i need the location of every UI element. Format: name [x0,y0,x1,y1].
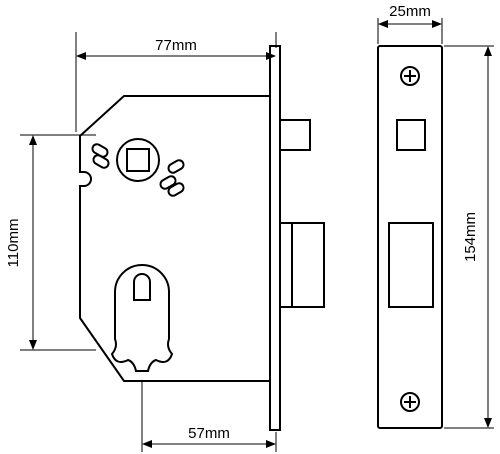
dimension-backset: 57mm [141,382,277,452]
fixing-slot-icon [167,159,185,174]
fixing-slot-icon [159,175,177,190]
dimension-forend-height: 154mm [444,45,494,429]
latch-bolt [279,119,311,151]
dimension-forend-width: 25mm [377,3,443,44]
lock-case [79,45,325,431]
deadbolt-opening [388,222,434,308]
dimension-lock-width: 77mm [75,32,277,132]
spindle-square-icon [126,148,150,172]
screw-icon [400,392,420,412]
dimension-lock-height: 110mm [5,134,96,351]
fixing-slot-icon [167,182,185,197]
backset-label: 57mm [188,425,230,442]
lock-height-label: 110mm [5,219,22,268]
dead-bolt [279,222,325,308]
fixing-slot-icon [92,154,110,169]
forend-front-view [377,45,443,429]
screw-icon [400,66,420,86]
lock-forend-plate [269,45,281,431]
forend-height-label: 154mm [462,212,479,262]
latch-opening [396,119,426,151]
lock-width-label: 77mm [155,37,197,54]
forend-width-label: 25mm [389,3,431,20]
euro-cylinder-cutout-icon [110,264,174,372]
spindle-follower [116,138,160,182]
